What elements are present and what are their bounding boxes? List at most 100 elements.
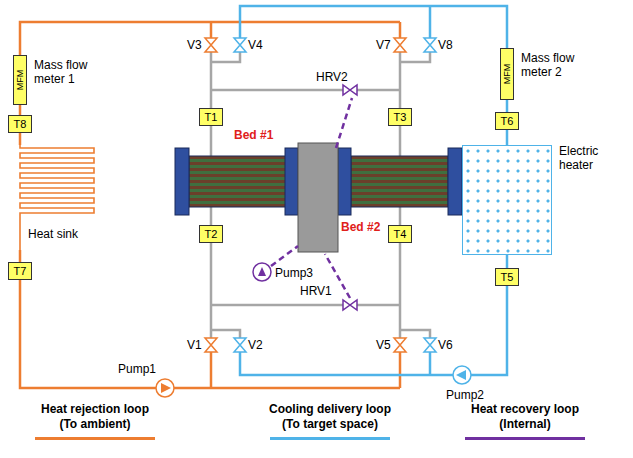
sensor-label: T1 [205, 111, 218, 123]
meter-label: MFM [15, 70, 25, 91]
electric-heater: Electric heater [462, 145, 552, 255]
temperature-sensor: T4 [388, 225, 412, 243]
central-block [298, 143, 338, 252]
legend-swatch [465, 437, 585, 440]
meter-heading: Mass flow meter 1 [34, 58, 108, 86]
drawing-part [336, 98, 352, 148]
drawing-part [205, 38, 217, 52]
temperature-sensor: T7 [8, 262, 32, 280]
drawing-part [400, 330, 430, 338]
legend-swatch [270, 437, 390, 440]
sensor-label: T7 [14, 265, 27, 277]
component-label: V8 [438, 38, 453, 52]
drawing-part [210, 22, 213, 38]
drawing-part [210, 352, 213, 388]
drawing-part [429, 6, 432, 38]
temperature-sensor: T1 [199, 108, 223, 126]
legend-item: Cooling delivery loop (To target space) [264, 402, 396, 440]
heat-sink: Heat sink [8, 145, 100, 250]
pipe-connector [19, 105, 22, 115]
drawing-part [211, 89, 400, 92]
pipe-connector [506, 255, 509, 268]
drawing-part [399, 52, 402, 108]
component-label: V6 [438, 338, 453, 352]
drawing-part [448, 148, 462, 215]
mass-flow-meter: Mass flow meter 2MFM [500, 48, 514, 100]
heat-sink-label: Heat sink [28, 227, 78, 241]
drawing-part [189, 156, 286, 207]
temperature-sensor: T5 [495, 268, 519, 286]
bed-label: Bed #2 [341, 220, 380, 234]
legend-text: Heat rejection loop (To ambient) [35, 402, 155, 432]
drawing-part [211, 304, 400, 307]
legend-text: Cooling delivery loop (To target space) [264, 402, 396, 432]
temperature-sensor: T6 [495, 112, 519, 130]
drawing-part [156, 379, 174, 397]
drawing-part [399, 22, 402, 38]
component-label: V5 [376, 338, 391, 352]
drawing-part [234, 338, 246, 352]
pipe-connector [506, 100, 509, 112]
component-label: HRV1 [300, 284, 332, 298]
drawing-part [210, 243, 213, 338]
drawing-part [258, 267, 266, 276]
drawing-part [399, 207, 402, 225]
heater-heading: Electric heater [559, 144, 621, 172]
sensor-label: T5 [501, 271, 514, 283]
drawing-part [240, 6, 507, 48]
bed-2 [338, 148, 462, 215]
component-label: V3 [187, 38, 202, 52]
sensor-label: T4 [394, 228, 407, 240]
meter-heading: Mass flow meter 2 [521, 51, 595, 79]
drawing-part [400, 52, 430, 62]
heat-recovery-dashed-loop [271, 98, 352, 298]
drawing-part [429, 352, 432, 375]
mass-flow-meter: Mass flow meter 1MFM [13, 55, 27, 105]
drawing-part [211, 330, 240, 338]
drawing-part [424, 38, 436, 52]
drawing-part [210, 207, 213, 225]
bed-label: Bed #1 [234, 128, 273, 142]
drawing-part [343, 85, 357, 95]
drawing-part [240, 286, 507, 375]
sensor-label: T2 [205, 228, 218, 240]
drawing-part [453, 366, 471, 384]
sensor-label: T8 [14, 118, 27, 130]
pipe-connector [19, 250, 22, 262]
component-label: Pump3 [275, 266, 313, 280]
drawing-part [211, 52, 240, 62]
bed-1 [175, 148, 298, 215]
drawing-part [161, 383, 171, 393]
legend-swatch [35, 437, 155, 440]
temperature-sensor: T2 [199, 225, 223, 243]
component-label: HRV2 [316, 70, 348, 84]
drawing-part [175, 148, 189, 215]
heat-rejection-pipes [20, 22, 400, 388]
drawing-part [210, 52, 213, 108]
drawing-part [399, 243, 402, 338]
drawing-part [343, 300, 357, 310]
meter-label: MFM [502, 64, 512, 85]
legend-item: Heat rejection loop (To ambient) [35, 402, 155, 440]
drawing-part [394, 38, 406, 52]
drawing-part [399, 352, 402, 388]
drawing-part [271, 246, 298, 266]
drawing-part [424, 338, 436, 352]
drawing-part [351, 156, 448, 207]
drawing-part [285, 148, 298, 215]
component-label: Pump2 [446, 388, 484, 402]
drawing-part [456, 370, 466, 380]
component-label: Pump1 [118, 362, 156, 376]
component-label: V2 [248, 338, 263, 352]
pipe-connector [506, 130, 509, 145]
sensor-label: T6 [501, 115, 514, 127]
component-label: V4 [248, 38, 263, 52]
drawing-part [253, 263, 271, 281]
drawing-part [394, 338, 406, 352]
sensor-label: T3 [394, 111, 407, 123]
component-label: V7 [376, 38, 391, 52]
drawing-part [234, 38, 246, 52]
legend-item: Heat recovery loop (Internal) [465, 402, 585, 440]
drawing-part [20, 22, 400, 55]
